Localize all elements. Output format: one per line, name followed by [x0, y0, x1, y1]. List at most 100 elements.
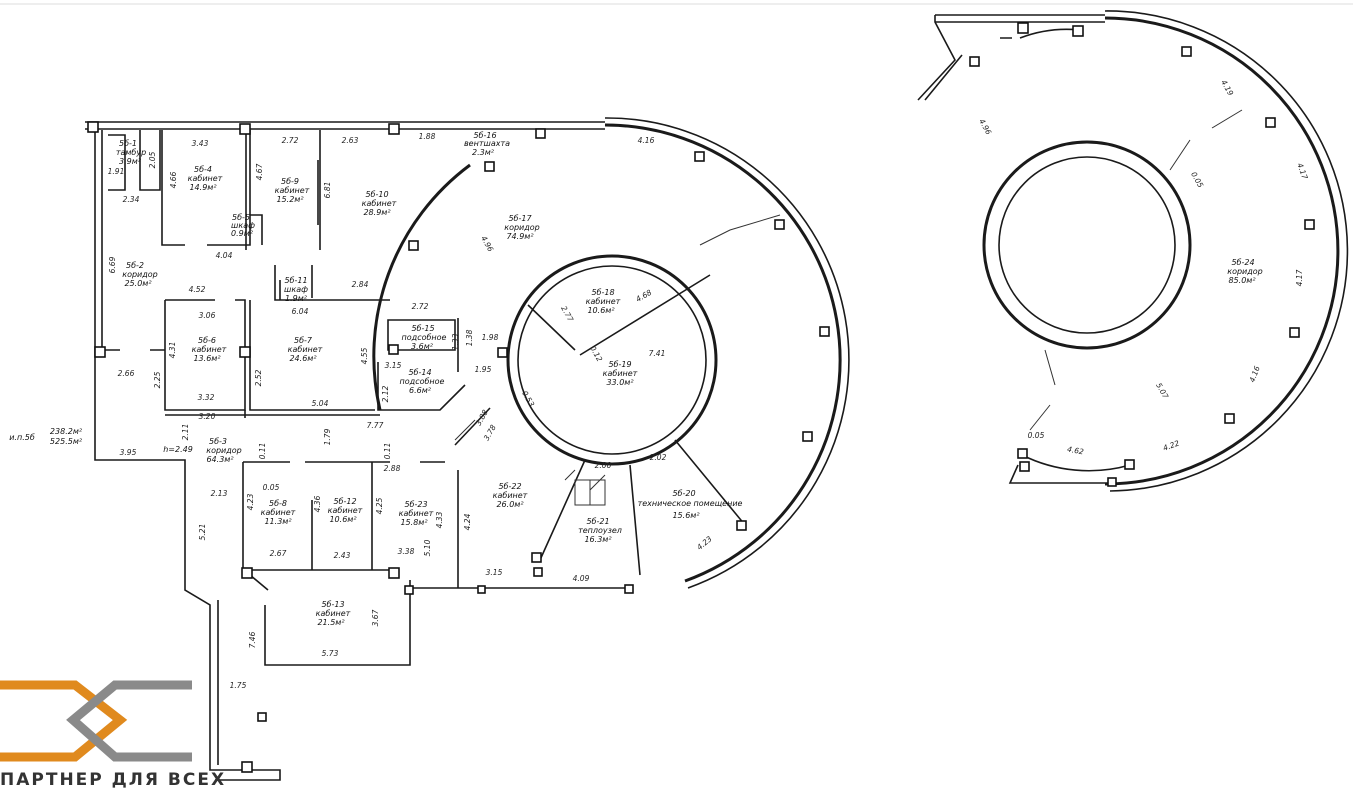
- svg-text:26.0м²: 26.0м²: [496, 500, 524, 509]
- dimension-label: 5.07: [1154, 381, 1170, 400]
- dimension-label: 7.46: [248, 631, 257, 648]
- svg-text:525.5м²: 525.5м²: [50, 437, 83, 446]
- dimension-label: 3.32: [198, 393, 215, 402]
- dimension-label: 0.12: [588, 344, 604, 363]
- svg-text:5б-15: 5б-15: [411, 324, 434, 333]
- svg-text:5б-2: 5б-2: [126, 261, 144, 270]
- dimension-label: 4.04: [216, 251, 233, 260]
- svg-text:кабинет: кабинет: [316, 609, 351, 618]
- svg-text:5б-1: 5б-1: [119, 139, 137, 148]
- svg-text:5б-7: 5б-7: [294, 336, 313, 345]
- logo-text: ПАРТНЕР ДЛЯ ВСЕХ: [0, 770, 227, 790]
- svg-text:6.6м²: 6.6м²: [409, 386, 432, 395]
- dimension-label: 0.05: [1028, 431, 1045, 440]
- dimension-label: 1.91: [108, 167, 125, 176]
- dimension-label: 2.02: [650, 453, 667, 462]
- dimension-label: 4.33: [435, 511, 444, 528]
- svg-text:3.6м²: 3.6м²: [411, 342, 434, 351]
- dimension-label: 4.25: [375, 497, 384, 514]
- svg-text:85.0м²: 85.0м²: [1228, 276, 1256, 285]
- dimension-label: 4.16: [638, 136, 655, 145]
- dimension-label: 2.13: [211, 489, 228, 498]
- dimension-label: 4.66: [169, 171, 178, 188]
- dimension-label: 4.22: [1162, 438, 1181, 452]
- svg-text:5б-6: 5б-6: [198, 336, 216, 345]
- dimension-label: 1.98: [482, 333, 499, 342]
- summary-label: и.п.5б 238.2м² 525.5м² h=2.49: [9, 427, 193, 454]
- svg-text:кабинет: кабинет: [275, 186, 310, 195]
- svg-text:5б-19: 5б-19: [608, 360, 631, 369]
- svg-text:15.6м²: 15.6м²: [672, 511, 700, 520]
- svg-text:кабинет: кабинет: [288, 345, 323, 354]
- svg-text:5б-21: 5б-21: [586, 517, 609, 526]
- dimension-label: 2.84: [352, 280, 369, 289]
- svg-text:подсобное: подсобное: [402, 333, 447, 342]
- svg-text:коридор: коридор: [1227, 267, 1263, 276]
- dimension-label: 2.63: [342, 136, 359, 145]
- svg-text:подсобное: подсобное: [400, 377, 445, 386]
- walls-floor-2: [917, 10, 1349, 492]
- dimension-label: 2.34: [123, 195, 140, 204]
- svg-text:кабинет: кабинет: [362, 199, 397, 208]
- svg-text:21.5м²: 21.5м²: [317, 618, 345, 627]
- dimension-label: 1.33: [451, 333, 460, 350]
- svg-text:теплоузел: теплоузел: [578, 526, 622, 535]
- dimension-label: 7.41: [649, 349, 666, 358]
- svg-text:74.9м²: 74.9м²: [506, 232, 534, 241]
- svg-text:1.9м²: 1.9м²: [285, 294, 308, 303]
- dimension-label: 4.96: [977, 117, 993, 136]
- dimension-label: 2.88: [384, 464, 401, 473]
- svg-text:коридор: коридор: [206, 446, 242, 455]
- dimension-label: 6.04: [292, 307, 309, 316]
- svg-text:10.6м²: 10.6м²: [587, 306, 615, 315]
- svg-text:коридор: коридор: [122, 270, 158, 279]
- svg-text:5б-24: 5б-24: [1231, 258, 1254, 267]
- dimension-label: 6.69: [108, 256, 117, 273]
- dimension-label: 0.53: [520, 389, 536, 408]
- dimension-label: 3.15: [385, 361, 402, 370]
- dimension-label: 1.38: [465, 329, 474, 346]
- dimension-label: 2.25: [153, 371, 162, 388]
- svg-text:2.3м²: 2.3м²: [472, 148, 495, 157]
- svg-text:5б-4: 5б-4: [194, 165, 212, 174]
- dimension-label: 1.88: [419, 132, 436, 141]
- dimension-label: 2.72: [412, 302, 429, 311]
- svg-text:кабинет: кабинет: [328, 506, 363, 515]
- svg-text:5б-17: 5б-17: [508, 214, 532, 223]
- dimension-label: 2.72: [282, 136, 299, 145]
- dimension-label: 7.77: [367, 421, 384, 430]
- dimension-label: 3.78: [482, 423, 498, 442]
- svg-text:шкаф: шкаф: [231, 221, 255, 230]
- dimension-label: 0.11: [383, 443, 392, 460]
- dimension-label: 4.09: [573, 574, 590, 583]
- svg-text:5б-10: 5б-10: [365, 190, 388, 199]
- dimension-label: 2.11: [181, 424, 190, 441]
- svg-text:5б-11: 5б-11: [284, 276, 307, 285]
- dimension-label: 4.16: [1248, 365, 1262, 384]
- dimension-label: 4.19: [1219, 78, 1235, 97]
- dimension-label: 5.10: [423, 539, 432, 556]
- svg-text:15.8м²: 15.8м²: [400, 518, 428, 527]
- dimension-label: 2.05: [148, 151, 157, 168]
- svg-text:h=2.49: h=2.49: [163, 445, 193, 454]
- dimension-label: 5.04: [312, 399, 329, 408]
- svg-text:5б-9: 5б-9: [281, 177, 299, 186]
- svg-text:кабинет: кабинет: [261, 508, 296, 517]
- dimension-label: 2.43: [334, 551, 351, 560]
